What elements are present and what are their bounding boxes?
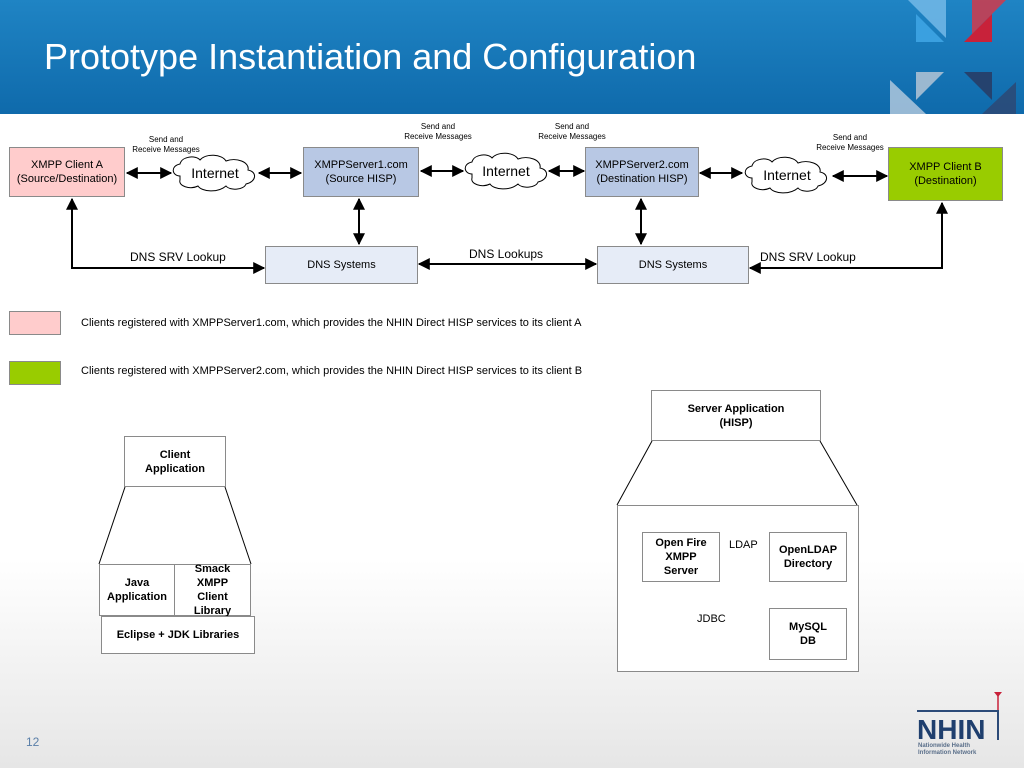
mysql-db-box: MySQL DB <box>769 608 847 660</box>
internet-cloud-2 <box>464 152 547 190</box>
internet-cloud-1 <box>172 154 255 192</box>
client-application-box: Client Application <box>124 436 226 487</box>
openldap-directory-box: OpenLDAP Directory <box>769 532 847 582</box>
xmpp-client-b-box: XMPP Client B (Destination) <box>888 147 1003 201</box>
eclipse-jdk-box: Eclipse + JDK Libraries <box>101 616 255 654</box>
nhin-logo: NHIN Nationwide Health Information Netwo… <box>912 688 1012 758</box>
dns-srv-lookup-right-label: DNS SRV Lookup <box>760 250 856 264</box>
nhin-logo-icon: NHIN Nationwide Health Information Netwo… <box>917 692 1002 756</box>
server-application-box: Server Application (HISP) <box>651 390 821 441</box>
send-receive-label-4: Send and Receive Messages <box>816 133 884 152</box>
smack-library-box: Smack XMPP Client Library <box>174 563 251 617</box>
dns-systems-right-box: DNS Systems <box>597 246 749 284</box>
internet-cloud-3 <box>744 156 827 194</box>
send-receive-label-1: Send and Receive Messages <box>132 135 200 154</box>
xmpp-server1-box: XMPPServer1.com (Source HISP) <box>303 147 419 197</box>
dns-srv-lookup-left-label: DNS SRV Lookup <box>130 250 226 264</box>
xmpp-client-a-box: XMPP Client A (Source/Destination) <box>9 147 125 197</box>
send-receive-label-3: Send and Receive Messages <box>538 122 606 141</box>
xmpp-server2-box: XMPPServer2.com (Destination HISP) <box>585 147 699 197</box>
legend-text-a: Clients registered with XMPPServer1.com,… <box>81 317 582 329</box>
dns-lookups-label: DNS Lookups <box>469 247 544 261</box>
slide-number: 12 <box>26 735 40 749</box>
internet-label-2: Internet <box>482 163 530 179</box>
legend-swatch-b <box>9 361 61 385</box>
legend-swatch-a <box>9 311 61 335</box>
svg-text:Information Network: Information Network <box>918 750 977 756</box>
internet-label-3: Internet <box>763 167 811 183</box>
java-application-box: Java Application <box>99 564 175 616</box>
svg-text:Nationwide Health: Nationwide Health <box>918 743 970 749</box>
dns-systems-left-box: DNS Systems <box>265 246 418 284</box>
send-receive-label-2: Send and Receive Messages <box>404 122 472 141</box>
internet-label-1: Internet <box>191 165 239 181</box>
header-banner: Prototype Instantiation and Configuratio… <box>0 0 1024 114</box>
svg-text:NHIN: NHIN <box>917 714 985 745</box>
ldap-label: LDAP <box>729 539 758 551</box>
page-title: Prototype Instantiation and Configuratio… <box>44 36 697 77</box>
jdbc-label: JDBC <box>697 613 726 625</box>
logo-arrows-icon <box>890 0 1016 114</box>
legend-text-b: Clients registered with XMPPServer2.com,… <box>81 365 583 377</box>
openfire-server-box: Open Fire XMPP Server <box>642 532 720 582</box>
